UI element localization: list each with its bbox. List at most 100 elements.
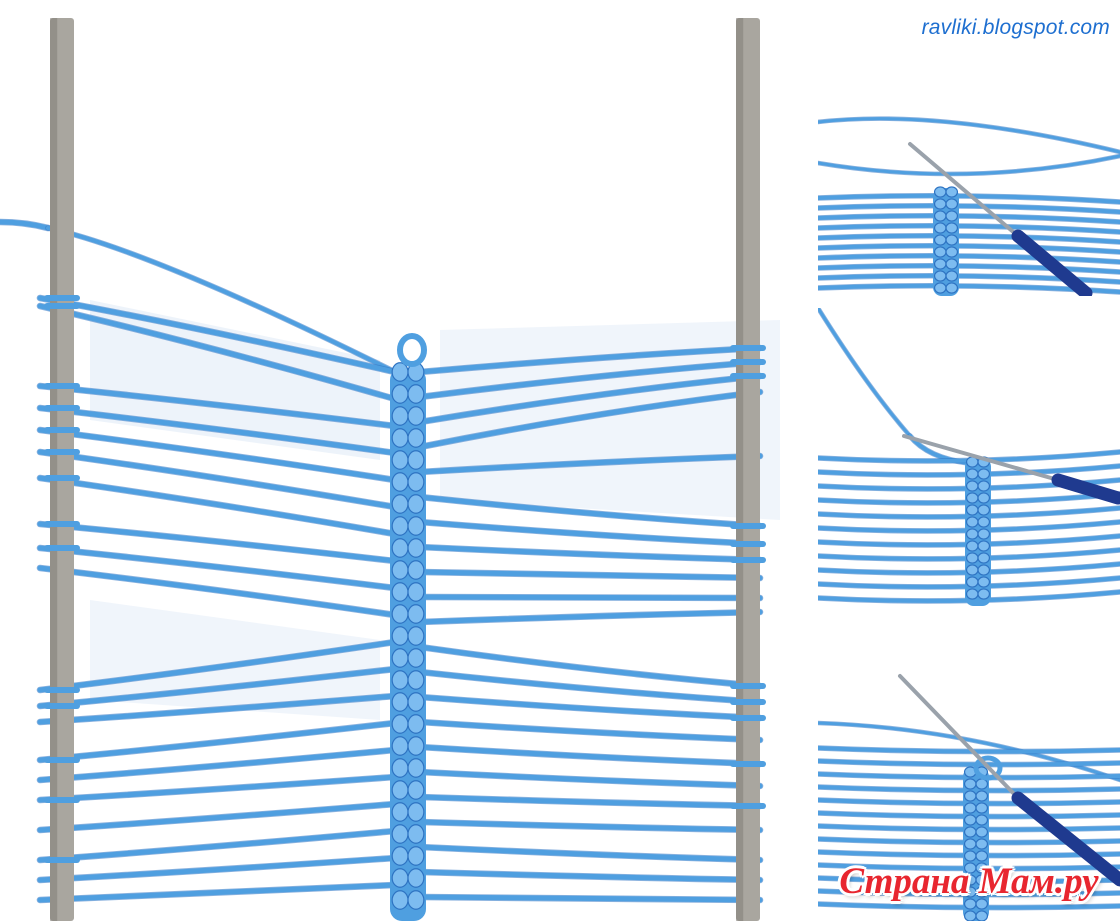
crochet-stitch xyxy=(391,758,409,778)
crochet-stitch xyxy=(391,802,409,822)
crochet-stitch xyxy=(963,814,977,826)
yarn-strand xyxy=(818,203,1120,214)
crochet-stitch xyxy=(407,626,425,646)
step-photo-1 xyxy=(818,108,1120,296)
yarn-wrap xyxy=(730,683,766,689)
crochet-stitch xyxy=(975,802,989,814)
crochet-stitch xyxy=(391,626,409,646)
crochet-stitch xyxy=(975,910,989,921)
yarn-strand xyxy=(417,359,763,400)
yarn-wrap xyxy=(44,427,80,433)
yarn-strand xyxy=(818,308,912,438)
crochet-stitch xyxy=(407,714,425,734)
crochet-stitch xyxy=(407,516,425,536)
yarn-wrap xyxy=(730,761,766,767)
crochet-stitch xyxy=(963,790,977,802)
yarn-wrap xyxy=(730,345,766,351)
crochet-stitch xyxy=(391,868,409,888)
yarn-wrap xyxy=(730,359,766,365)
crochet-stitch xyxy=(965,564,979,576)
yarn-strand xyxy=(37,521,398,564)
yarn-wrap xyxy=(44,703,80,709)
yarn-strand xyxy=(818,243,1120,254)
yarn-strand xyxy=(417,609,763,625)
crochet-stitch xyxy=(407,648,425,668)
crochet-stitch xyxy=(975,886,989,898)
yarn-strand xyxy=(37,882,398,903)
crochet-stitch xyxy=(391,670,409,690)
crochet-stitch xyxy=(407,472,425,492)
shadow xyxy=(90,600,380,720)
crochet-stitch xyxy=(965,492,979,504)
crochet-stitch xyxy=(965,468,979,480)
crochet-stitch xyxy=(933,210,947,222)
yarn-wrap xyxy=(44,797,80,803)
crochet-stitch xyxy=(933,246,947,258)
yarn-strand xyxy=(818,213,1120,224)
yarn-wrap xyxy=(44,545,80,551)
crochet-stitch xyxy=(391,428,409,448)
crochet-stitch xyxy=(391,824,409,844)
yarn-wrap xyxy=(730,715,766,721)
crochet-stitch xyxy=(965,480,979,492)
crochet-stitch xyxy=(407,384,425,404)
yarn-strand xyxy=(417,844,763,863)
yarn-strand xyxy=(37,565,398,618)
yarn-strand xyxy=(37,475,398,537)
yarn-strand xyxy=(37,427,398,483)
crochet-stitch xyxy=(977,468,991,480)
crochet-stitch xyxy=(965,516,979,528)
crochet-stitch xyxy=(933,282,947,294)
yarn-strand xyxy=(37,801,398,833)
yarn-strand xyxy=(37,383,398,429)
crochet-stitch xyxy=(977,528,991,540)
yarn-strand xyxy=(417,669,763,705)
yarn-wrap xyxy=(44,475,80,481)
crochet-stitch xyxy=(407,428,425,448)
yarn-wrap xyxy=(730,373,766,379)
crochet-stitch xyxy=(933,222,947,234)
crochet-stitch xyxy=(391,582,409,602)
crochet-stitch xyxy=(975,826,989,838)
crochet-stitch xyxy=(963,910,977,921)
yarn-strand xyxy=(818,233,1120,244)
yarn-strand xyxy=(0,219,51,231)
crochet-stitch xyxy=(391,516,409,536)
crochet-stitch xyxy=(933,234,947,246)
site-caption: ravliki.blogspot.com xyxy=(921,16,1110,39)
crochet-stitch xyxy=(945,198,959,210)
crochet-stitch xyxy=(965,540,979,552)
yarn-wrap xyxy=(730,803,766,809)
watermark-logo: Страна Мам.ру xyxy=(839,861,1099,902)
yarn-strand xyxy=(37,545,398,591)
yarn-wrap xyxy=(44,857,80,863)
yarn-strand xyxy=(417,519,763,547)
yarn-wrap xyxy=(730,557,766,563)
crochet-stitch xyxy=(963,802,977,814)
crochet-stitch xyxy=(391,890,409,910)
crochet-stitch xyxy=(975,862,989,874)
crochet-stitch xyxy=(391,384,409,404)
knitting-needle-shade xyxy=(50,18,58,921)
crochet-stitch xyxy=(963,778,977,790)
crochet-stitch xyxy=(975,838,989,850)
crochet-stitch xyxy=(407,604,425,624)
crochet-stitch xyxy=(933,186,947,198)
crochet-stitch xyxy=(945,210,959,222)
crochet-stitch xyxy=(391,494,409,514)
crochet-stitch xyxy=(977,480,991,492)
crochet-stitch xyxy=(945,246,959,258)
crochet-hook-handle xyxy=(1051,473,1120,505)
crochet-stitch xyxy=(977,540,991,552)
crochet-stitch xyxy=(407,450,425,470)
crochet-stitch xyxy=(391,780,409,800)
crochet-stitch xyxy=(407,890,425,910)
crochet-stitch xyxy=(933,258,947,270)
yarn-strand xyxy=(818,117,1120,154)
yarn-strand xyxy=(37,855,398,883)
crochet-hook-handle xyxy=(1011,229,1093,296)
knitting-needle-shade xyxy=(736,18,744,921)
crochet-stitch xyxy=(945,258,959,270)
crochet-stitch xyxy=(945,270,959,282)
